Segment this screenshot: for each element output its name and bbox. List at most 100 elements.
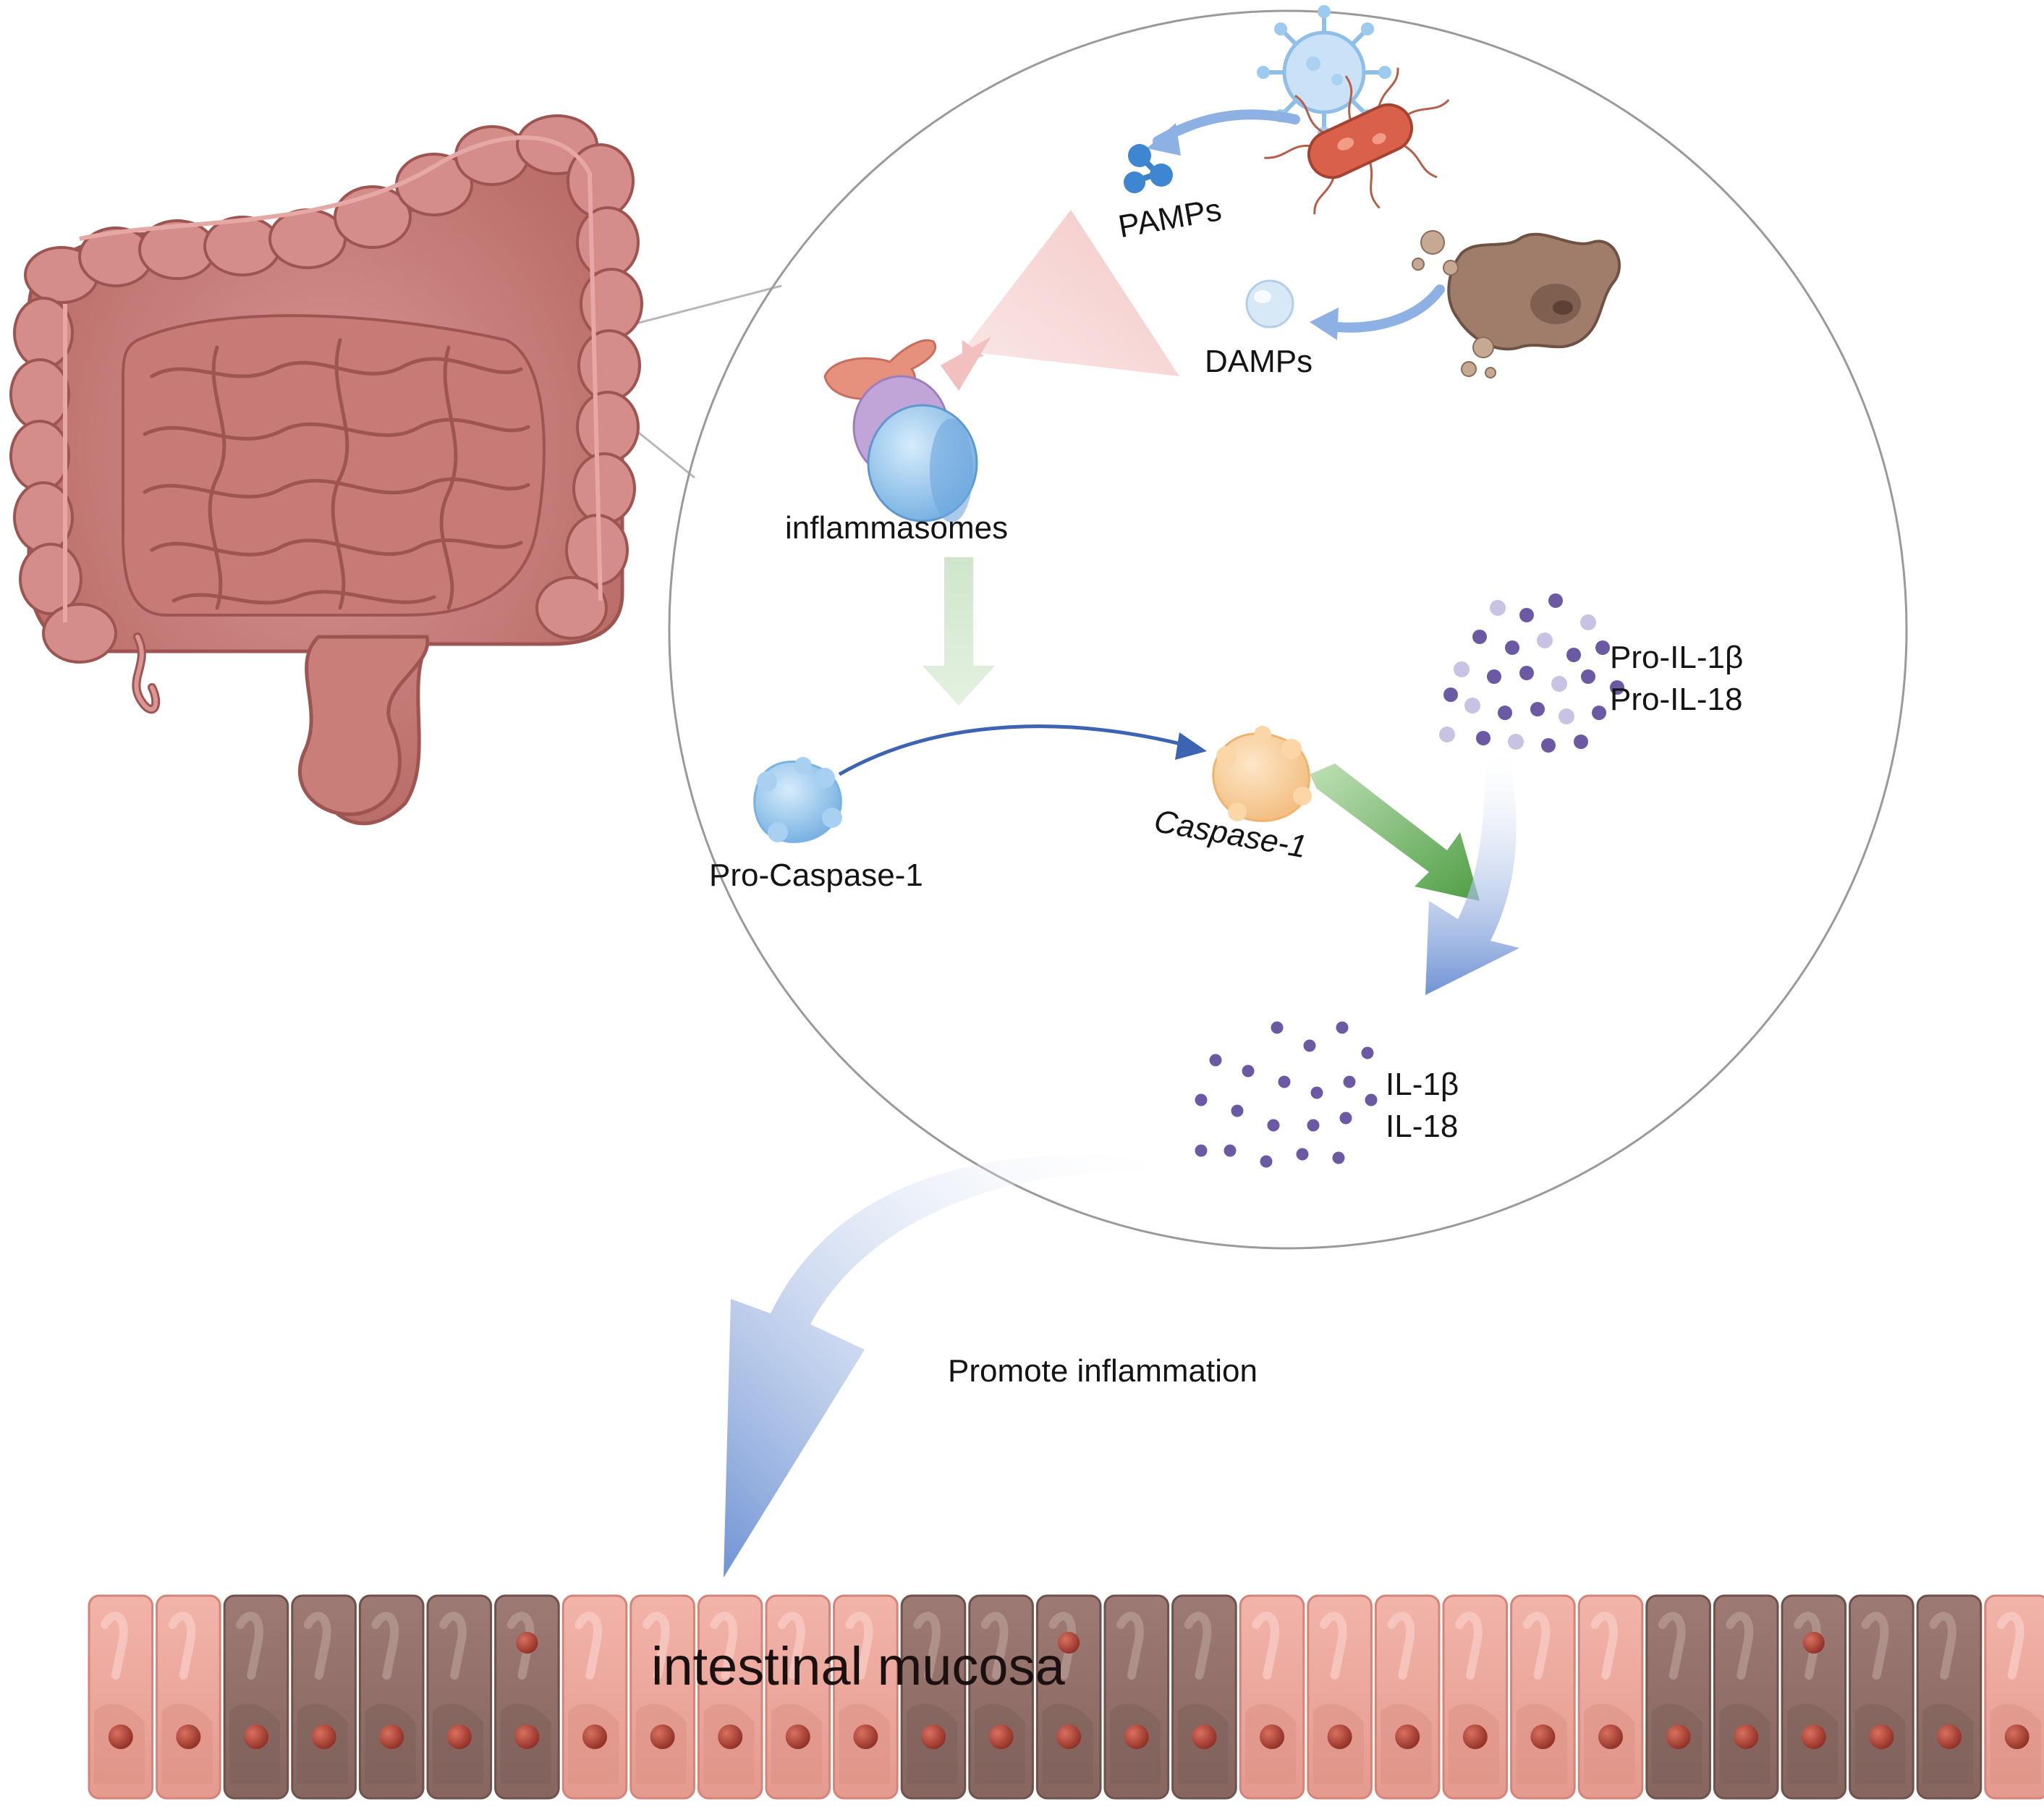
pro-cytokine-cluster	[1439, 593, 1624, 753]
intestine-icon	[9, 114, 643, 826]
cell-nucleus	[2004, 1724, 2030, 1749]
cell-to-damps-arrow	[1319, 284, 1445, 333]
caspase-icon	[1212, 726, 1312, 822]
pro-cytokine-dot	[1530, 702, 1545, 716]
cytokine-dot	[1195, 1144, 1208, 1157]
cell-nucleus	[176, 1724, 201, 1749]
pro-caspase-icon	[753, 757, 842, 843]
pro-cytokine-dot	[1498, 706, 1512, 720]
cell-nucleus	[988, 1724, 1014, 1749]
pro-cytokine-dot	[1443, 687, 1458, 702]
cell-nucleus	[1395, 1724, 1420, 1749]
pro-cytokine-dot	[1519, 666, 1534, 680]
cytokine-dot	[1271, 1021, 1284, 1034]
cell-nucleus	[718, 1724, 743, 1749]
intestinal-mucosa-label: intestinal mucosa	[651, 1636, 1065, 1696]
pro-cytokine-dot	[1537, 632, 1553, 648]
pro-cytokine-dot	[1592, 706, 1606, 720]
pro-cytokine-dot	[1559, 708, 1574, 724]
pro-cytokine-labels: Pro-IL-1β Pro-IL-18	[1610, 637, 1743, 721]
pro-cytokine-dot	[1574, 735, 1588, 749]
pro-caspase-cleavage-arrow	[838, 724, 1187, 776]
pro-il-1b-label: Pro-IL-1β	[1610, 640, 1744, 675]
pamps-molecule-icon	[1124, 144, 1173, 193]
cytokine-dot	[1339, 1112, 1352, 1125]
damps-molecule-icon	[1245, 279, 1294, 329]
pro-cytokine-dot	[1487, 669, 1501, 684]
cell-nucleus	[514, 1724, 540, 1749]
pro-caspase-label: Pro-Caspase-1	[709, 858, 923, 893]
cell-nucleus	[1869, 1724, 1894, 1749]
cell-nucleus	[1058, 1632, 1080, 1654]
intestinal-mucosa	[88, 1594, 2044, 1800]
cytokine-maturation-arrow	[1425, 753, 1519, 995]
pro-cytokine-dot	[1439, 727, 1455, 742]
cell-nucleus	[108, 1724, 133, 1749]
pro-il-18-label: Pro-IL-18	[1610, 682, 1743, 717]
cell-nucleus	[379, 1724, 404, 1749]
cell-nucleus	[1530, 1724, 1556, 1749]
cell-nucleus	[1937, 1724, 1962, 1749]
il-18-label: IL-18	[1386, 1109, 1459, 1144]
pro-cytokine-dot	[1464, 698, 1480, 714]
pro-cytokine-dot	[1490, 600, 1506, 616]
cytokine-dot	[1209, 1054, 1222, 1067]
caspase-processing-arrow	[1310, 763, 1480, 901]
microbe-to-pamps-arrow	[1153, 109, 1300, 146]
cell-nucleus	[516, 1632, 538, 1654]
cell-nucleus	[1666, 1724, 1691, 1749]
inflammasome-icon	[823, 339, 978, 522]
zoom-circle	[668, 9, 1908, 1250]
cell-nucleus	[1124, 1724, 1149, 1749]
inflammasomes-label: inflammasomes	[785, 510, 1009, 546]
cell-nucleus	[1462, 1724, 1488, 1749]
cell-nucleus	[1192, 1724, 1217, 1749]
pro-cytokine-dot	[1505, 640, 1519, 655]
cytokine-dot	[1361, 1046, 1374, 1059]
cell-nucleus	[921, 1724, 946, 1749]
cytokine-labels: IL-1β IL-18	[1386, 1064, 1459, 1148]
pro-cytokine-dot	[1610, 680, 1624, 695]
pro-cytokine-dot	[1541, 738, 1556, 753]
cell-nucleus	[1056, 1724, 1082, 1749]
pamps-damps-convergence-arrow	[962, 210, 1179, 376]
cell-nucleus	[446, 1724, 472, 1749]
cytokine-dot	[1278, 1075, 1291, 1088]
damaged-cell-icon	[1412, 230, 1621, 378]
cell-nucleus	[785, 1724, 810, 1749]
promote-inflammation-arrow	[724, 1154, 1158, 1578]
cell-to-damps-arrowhead	[1310, 308, 1339, 340]
pro-cytokine-dot	[1595, 640, 1610, 655]
cell-nucleus	[244, 1724, 268, 1749]
cell-nucleus	[853, 1724, 878, 1749]
cytokine-dot	[1336, 1021, 1349, 1034]
microbe-to-pamps-arrowhead	[1147, 123, 1181, 156]
cell-nucleus	[1802, 1632, 1825, 1654]
il-1b-label: IL-1β	[1386, 1067, 1459, 1102]
pro-cytokine-dot	[1581, 669, 1595, 684]
inflammasome-activation-arrow	[923, 557, 995, 706]
damps-label: DAMPs	[1205, 344, 1313, 379]
cytokine-dot	[1307, 1119, 1320, 1132]
cytokine-dot	[1365, 1093, 1378, 1106]
cell-nucleus	[1260, 1724, 1284, 1749]
pro-cytokine-dot	[1476, 731, 1490, 745]
cell-nucleus	[1801, 1724, 1826, 1749]
cytokine-dot	[1267, 1119, 1280, 1132]
pro-cytokine-dot	[1580, 614, 1596, 630]
cytokine-dot	[1224, 1144, 1237, 1157]
cytokine-dot	[1195, 1093, 1208, 1106]
cytokine-dot	[1303, 1039, 1316, 1052]
cytokine-dot	[1343, 1075, 1356, 1088]
cytokine-dot	[1310, 1086, 1323, 1099]
bacteria-icon	[1264, 67, 1450, 215]
pro-cytokine-dot	[1566, 648, 1581, 662]
cytokine-dot	[1332, 1151, 1345, 1164]
pro-cytokine-dot	[1548, 593, 1563, 608]
pro-cytokine-dot	[1472, 630, 1487, 644]
cell-nucleus	[1598, 1724, 1623, 1749]
promote-inflammation-label: Promote inflammation	[948, 1353, 1258, 1389]
cytokine-dot	[1260, 1155, 1273, 1168]
